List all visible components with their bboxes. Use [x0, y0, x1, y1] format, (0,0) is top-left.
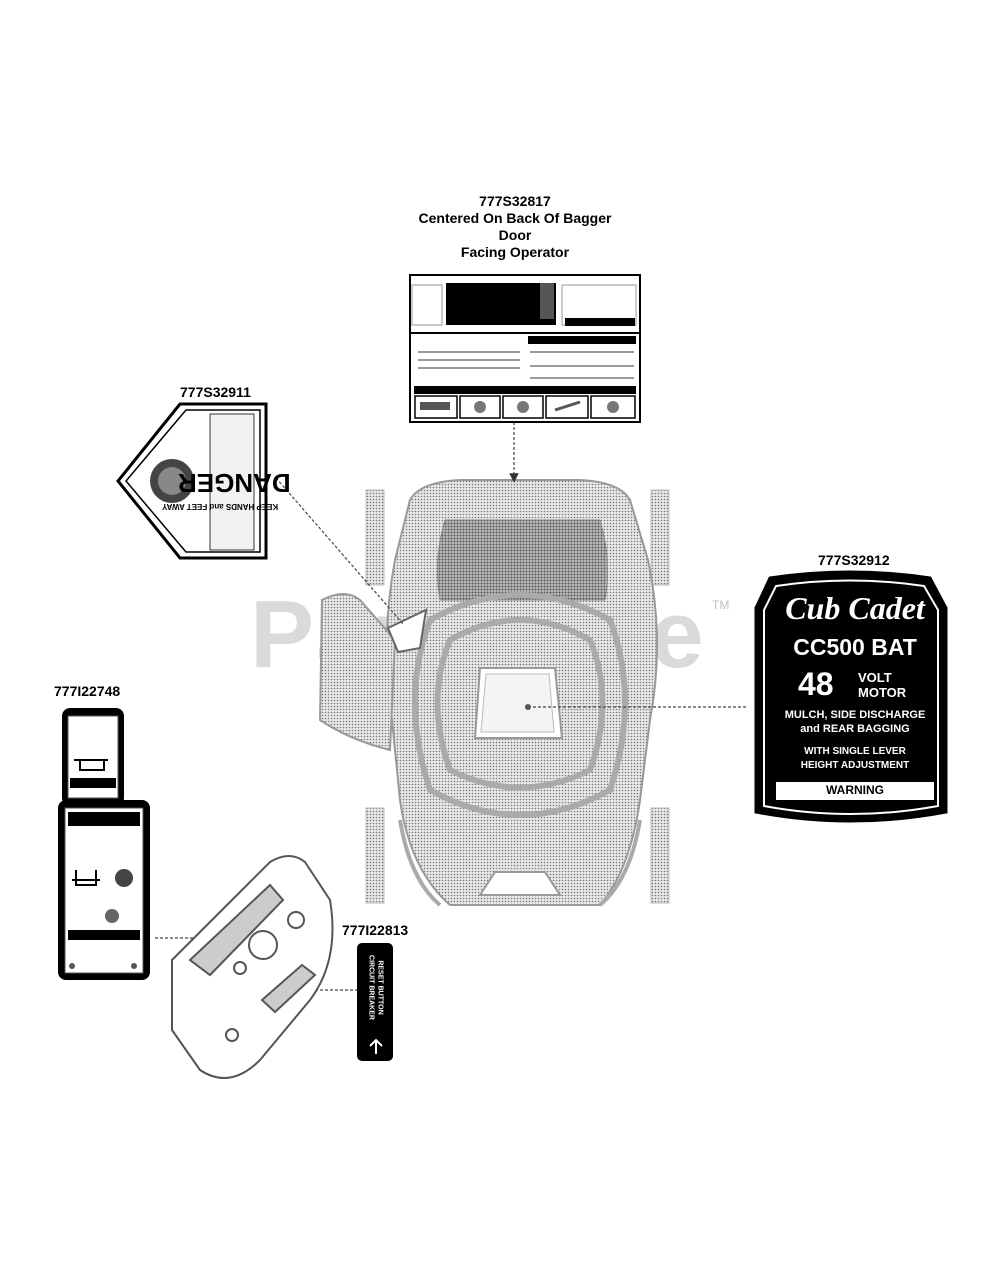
danger-subtext: KEEP HANDS and FEET AWAY	[162, 502, 279, 511]
mower-body	[318, 479, 659, 907]
part-label-777S32817: 777S32817 Centered On Back Of Bagger Doo…	[380, 193, 650, 261]
feature-line-3: WITH SINGLE LEVER	[804, 746, 906, 757]
feature-line-2: and REAR BAGGING	[800, 723, 910, 735]
breaker-line-2: RESET BUTTON	[376, 960, 384, 1015]
brand-logo: Cub Cadet	[785, 590, 925, 626]
volt-word: VOLT	[858, 670, 892, 685]
warning-header: WARNING	[826, 783, 884, 797]
decal-777S32817	[409, 274, 641, 423]
danger-word: DANGER	[178, 468, 291, 498]
part-label-777I22748: 777I22748	[54, 683, 121, 699]
feature-line-4: HEIGHT ADJUSTMENT	[800, 760, 910, 771]
part-note-line: Door	[498, 227, 532, 243]
part-note-line: Centered On Back Of Bagger	[418, 210, 612, 226]
leader-777S32911	[275, 477, 405, 626]
voltage-number: 48	[798, 666, 834, 702]
watermark-trademark: TM	[712, 598, 730, 612]
model-name: CC500 BAT	[793, 634, 917, 660]
part-number: 777S32817	[479, 193, 551, 209]
breaker-line-1: CIRCUIT BREAKER	[367, 955, 375, 1020]
decal-777I22748	[58, 708, 150, 980]
handle-lever-bracket	[171, 855, 334, 1079]
feature-line-1: MULCH, SIDE DISCHARGE	[784, 709, 926, 721]
wheel-tracks	[365, 489, 670, 904]
part-note-line: Facing Operator	[460, 244, 570, 260]
part-label-777S32911: 777S32911	[180, 384, 251, 400]
part-label-777S32912: 777S32912	[818, 552, 890, 568]
motor-word: MOTOR	[858, 685, 907, 700]
decal-777S32911	[116, 402, 268, 560]
decal-777S32912	[754, 570, 948, 823]
decal-777I22813	[357, 943, 393, 1061]
part-label-777I22813: 777I22813	[342, 922, 409, 938]
